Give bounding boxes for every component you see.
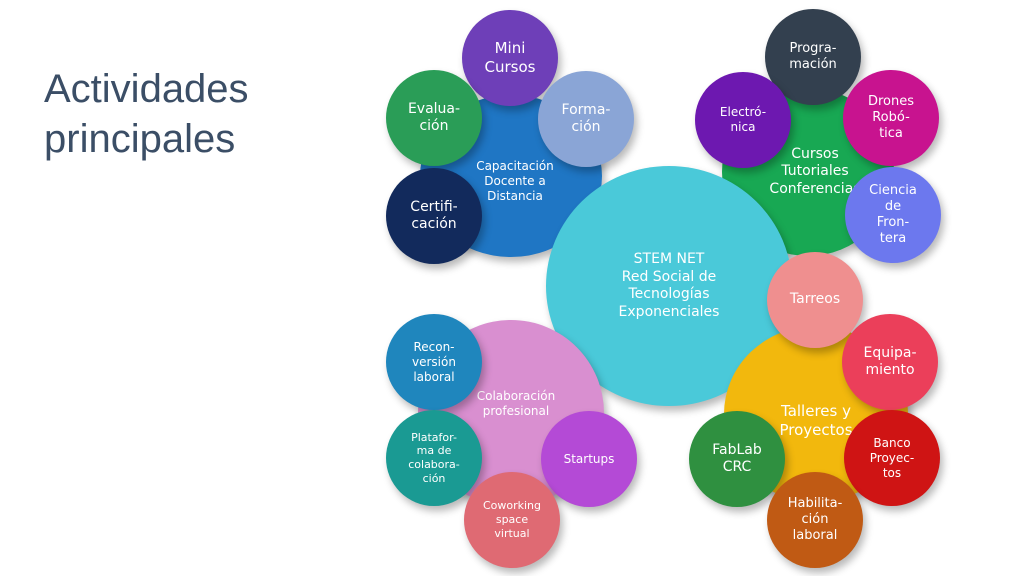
capacitacion-hub-label: Capacitación Docente a Distancia <box>476 158 554 203</box>
banco-proyectos-label: Banco Proyec- tos <box>869 435 915 480</box>
formacion-label: Forma- ción <box>561 101 611 136</box>
fablab-label: FabLab CRC <box>712 441 762 476</box>
mini-cursos-circle: Mini Cursos <box>462 10 558 106</box>
electronica-circle: Electró- nica <box>695 72 791 168</box>
coworking-circle: Coworking space virtual <box>464 472 560 568</box>
stem-net-label: STEM NET Red Social de Tecnologías Expon… <box>618 251 720 320</box>
tarreos-label: Tarreos <box>789 291 841 308</box>
ciencia-frontera-circle: Ciencia de Fron- tera <box>845 167 941 263</box>
habilitacion-label: Habilita- ción laboral <box>787 495 843 544</box>
startups-label: Startups <box>563 451 615 466</box>
formacion-circle: Forma- ción <box>538 71 634 167</box>
drones-robotica-circle: Drones Robó- tica <box>843 70 939 166</box>
tarreos-circle: Tarreos <box>767 252 863 348</box>
ciencia-frontera-label: Ciencia de Fron- tera <box>869 182 917 247</box>
colaboracion-hub-label: Colaboración profesional <box>476 389 556 418</box>
plataforma-circle: Platafor- ma de colabora- ción <box>386 410 482 506</box>
title-line-1: Actividades <box>44 67 249 111</box>
drones-robotica-label: Drones Robó- tica <box>867 93 915 142</box>
certificacion-circle: Certifi- cación <box>386 168 482 264</box>
cursos-hub-label: Cursos Tutoriales Conferencias <box>769 145 861 197</box>
mini-cursos-label: Mini Cursos <box>484 39 536 76</box>
page-title: Actividades principales <box>44 64 249 164</box>
banco-proyectos-circle: Banco Proyec- tos <box>844 410 940 506</box>
talleres-hub-label: Talleres y Proyectos <box>779 402 853 439</box>
stem-net-center: STEM NET Red Social de Tecnologías Expon… <box>546 166 792 406</box>
startups-circle: Startups <box>541 411 637 507</box>
fablab-circle: FabLab CRC <box>689 411 785 507</box>
certificacion-label: Certifi- cación <box>410 198 458 233</box>
equipamiento-label: Equipa- miento <box>863 344 917 379</box>
evaluacion-circle: Evalua- ción <box>386 70 482 166</box>
reconversion-circle: Recon- versión laboral <box>386 314 482 410</box>
equipamiento-circle: Equipa- miento <box>842 314 938 410</box>
electronica-label: Electró- nica <box>719 105 767 134</box>
reconversion-label: Recon- versión laboral <box>412 339 456 384</box>
title-line-2: principales <box>44 117 236 161</box>
programacion-label: Progra- mación <box>789 40 837 72</box>
programacion-circle: Progra- mación <box>765 9 861 105</box>
evaluacion-label: Evalua- ción <box>407 100 461 135</box>
plataforma-label: Platafor- ma de colabora- ción <box>408 430 460 485</box>
habilitacion-circle: Habilita- ción laboral <box>767 472 863 568</box>
coworking-label: Coworking space virtual <box>482 499 542 540</box>
